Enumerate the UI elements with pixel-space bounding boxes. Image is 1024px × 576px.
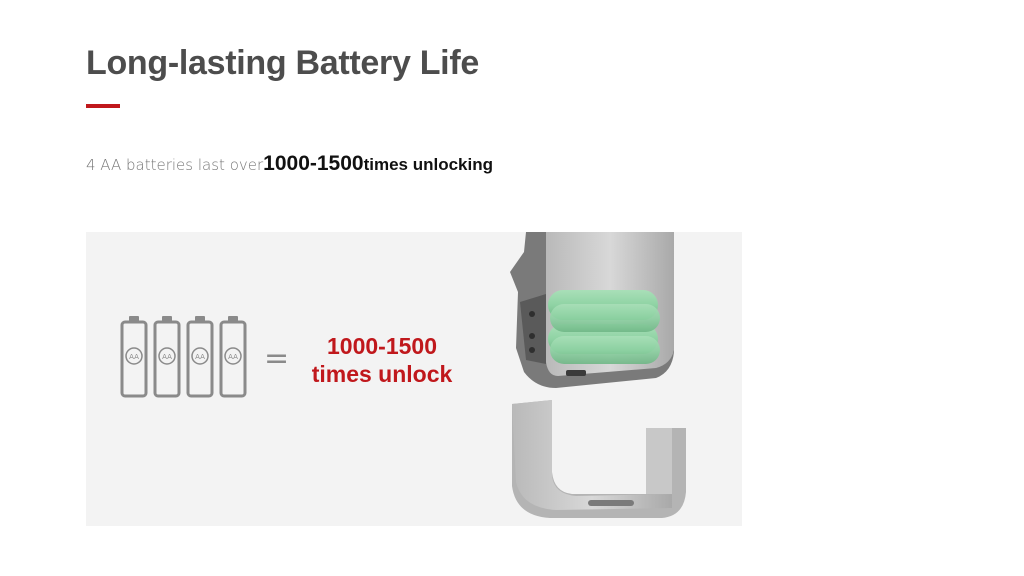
claim-count: 1000-1500 <box>327 333 437 359</box>
aa-batteries-icon: AA AA AA AA <box>120 316 247 398</box>
battery-icon <box>120 316 148 398</box>
battery-label: AA <box>162 353 172 361</box>
title-accent-bar <box>86 104 120 108</box>
battery-label: AA <box>129 353 139 361</box>
battery-cells <box>548 290 660 364</box>
subtitle: 4 AA batteries last over1000-1500times u… <box>86 150 493 180</box>
subtitle-tail: times unlocking <box>363 155 494 174</box>
battery-label: AA <box>195 353 205 361</box>
battery-label: AA <box>228 353 238 361</box>
battery-icon <box>219 316 247 398</box>
battery-icon <box>186 316 214 398</box>
battery-claim: 1000-1500 times unlock <box>302 332 462 388</box>
battery-icon <box>153 316 181 398</box>
subtitle-number: 1000-1500 <box>263 152 364 175</box>
page-title: Long-lasting Battery Life <box>86 44 479 82</box>
claim-unit: times unlock <box>311 361 453 387</box>
lock-battery-compartment-icon <box>510 232 686 518</box>
equals-sign: = <box>264 341 290 376</box>
illustration-panel: AA AA AA AA = 1000-1500 times unlock <box>86 232 742 526</box>
subtitle-lead: 4 AA batteries last over <box>86 156 264 174</box>
